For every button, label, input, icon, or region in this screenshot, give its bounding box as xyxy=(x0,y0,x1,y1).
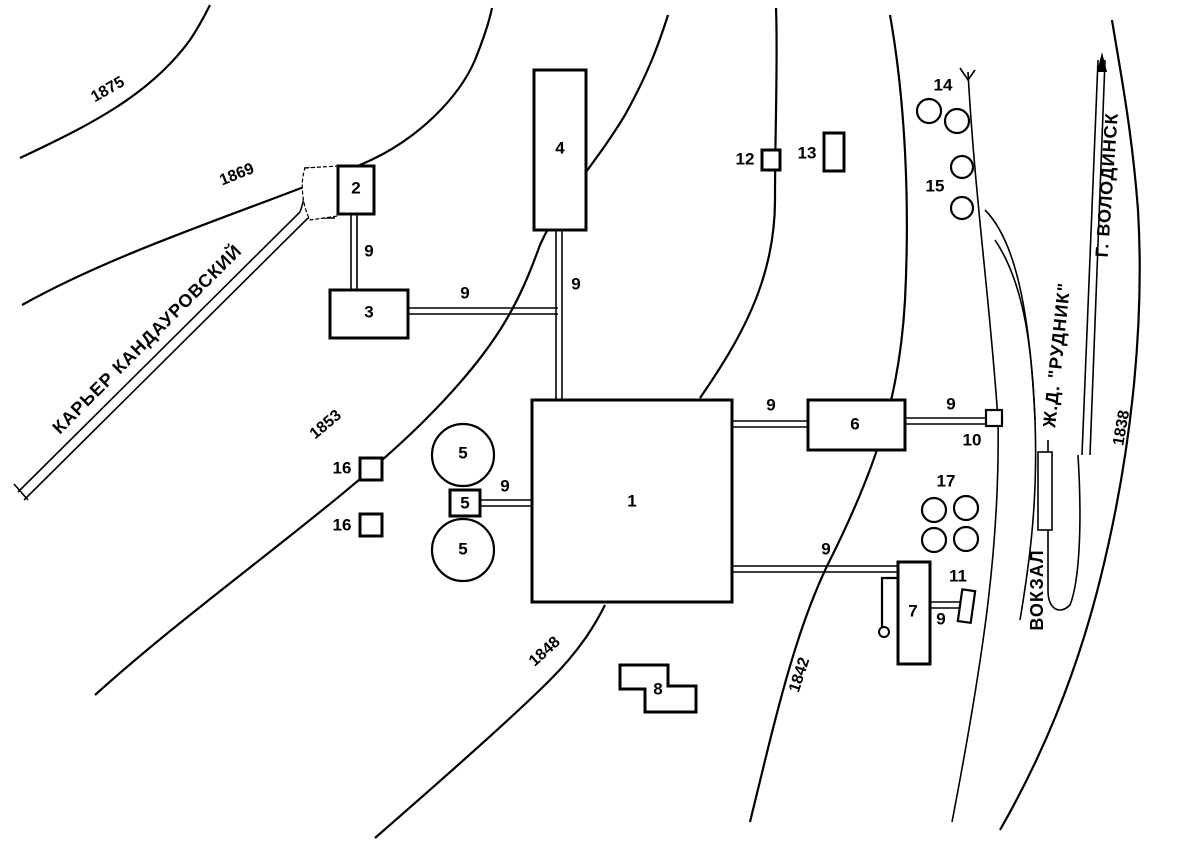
label-5-upper: 5 xyxy=(458,443,467,462)
label-9-f: 9 xyxy=(500,476,509,495)
building-1 xyxy=(530,398,734,604)
label-16-lower: 16 xyxy=(333,515,352,534)
building-12 xyxy=(760,148,782,172)
contour-1875 xyxy=(19,4,211,159)
building-11 xyxy=(956,588,977,625)
label-14: 14 xyxy=(934,75,953,94)
building-16-lower xyxy=(358,512,384,538)
tank-5-lower xyxy=(430,517,496,583)
label-11: 11 xyxy=(949,566,967,585)
label-9-d: 9 xyxy=(766,395,775,414)
label-9-a: 9 xyxy=(364,241,373,260)
tank-14-a xyxy=(915,97,943,125)
building-10 xyxy=(984,408,1004,428)
contour-1848 xyxy=(374,604,606,839)
label-15: 15 xyxy=(926,176,945,195)
tank-17-b xyxy=(952,494,980,522)
building-3 xyxy=(328,288,410,340)
contour-1869 xyxy=(21,7,494,306)
building-5-pump xyxy=(448,488,482,518)
elevation-label-1838: 1838 xyxy=(1110,409,1133,447)
tank-14-b xyxy=(943,107,971,135)
elevation-label-1869: 1869 xyxy=(217,160,256,189)
label-16-upper: 16 xyxy=(333,458,352,477)
label-5-pump: 5 xyxy=(460,493,469,512)
label-2: 2 xyxy=(351,178,360,197)
tank-17-d xyxy=(952,525,980,553)
label-12: 12 xyxy=(736,149,755,168)
tank-15-a xyxy=(949,154,975,180)
label-9-c: 9 xyxy=(571,274,580,293)
label-8: 8 xyxy=(653,679,662,698)
contour-1848b xyxy=(699,7,778,399)
contour-1838 xyxy=(999,19,1141,831)
elevation-label-1875: 1875 xyxy=(88,73,127,106)
label-9-e: 9 xyxy=(946,394,955,413)
buildings xyxy=(328,68,1004,714)
label-1: 1 xyxy=(627,491,636,510)
building-16-upper xyxy=(358,456,384,482)
label-17: 17 xyxy=(937,471,956,490)
building-7-well xyxy=(878,626,890,638)
building-6 xyxy=(806,398,907,452)
elevation-label-1853: 1853 xyxy=(307,407,345,443)
tank-15-b xyxy=(949,195,975,221)
building-8 xyxy=(618,663,698,714)
label-6: 6 xyxy=(850,414,859,433)
object-labels: 1 2 3 4 5 5 5 6 7 8 9 9 9 9 9 9 9 9 10 1… xyxy=(333,75,982,698)
label-10: 10 xyxy=(963,430,982,449)
label-3: 3 xyxy=(364,302,373,321)
building-4 xyxy=(532,68,588,232)
station-label: ВОКЗАЛ xyxy=(1027,549,1047,630)
tank-17-a xyxy=(920,496,948,524)
building-2 xyxy=(336,164,376,216)
pipelines xyxy=(350,214,986,609)
label-7: 7 xyxy=(908,601,917,620)
label-9-g: 9 xyxy=(821,539,830,558)
building-7 xyxy=(896,560,932,666)
tank-5-upper xyxy=(430,422,496,488)
label-9-h: 9 xyxy=(936,609,945,628)
label-9-b: 9 xyxy=(460,283,469,302)
town-label: Г. ВОЛОДИНСК xyxy=(1092,112,1122,258)
railway-label: Ж.Д. "РУДНИК" xyxy=(1039,281,1074,429)
building-7-annex xyxy=(880,576,898,628)
quarry-label: КАРЬЕР КАНДАУРОВСКИЙ xyxy=(48,240,246,438)
station-platform xyxy=(1037,451,1053,531)
elevation-label-1848: 1848 xyxy=(526,633,564,670)
label-4: 4 xyxy=(555,138,565,157)
contour-1853 xyxy=(94,14,670,696)
label-5-lower: 5 xyxy=(458,539,467,558)
building-13 xyxy=(822,131,846,173)
elevation-label-1842: 1842 xyxy=(786,655,813,694)
quarry-road xyxy=(13,167,335,501)
quarry-outline xyxy=(301,165,339,221)
label-13: 13 xyxy=(798,143,817,162)
tank-17-c xyxy=(920,526,948,554)
